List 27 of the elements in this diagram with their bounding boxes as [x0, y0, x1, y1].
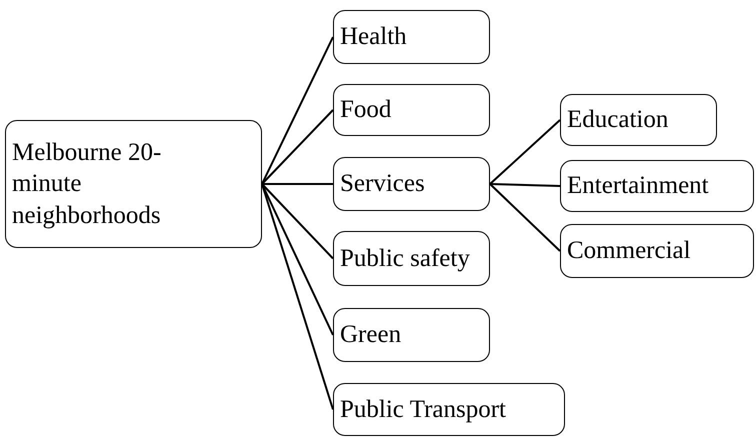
category-box [333, 157, 490, 211]
connector-line [490, 183, 560, 187]
node-label: Public safety [340, 244, 470, 274]
category-box [333, 84, 490, 136]
node-label: Public Transport [340, 394, 506, 425]
node-label: Food [340, 95, 392, 126]
category-box [560, 224, 754, 278]
connector-line [489, 119, 561, 185]
node-label: Services [340, 169, 425, 200]
connector-line [489, 183, 561, 252]
connector-line [262, 183, 333, 185]
node-label: Commercial [567, 236, 691, 266]
category-box [333, 383, 565, 436]
category-box [333, 231, 490, 286]
connector-line [261, 36, 334, 184]
node-label: Education [567, 105, 668, 136]
category-box [333, 308, 490, 362]
node-label: Green [340, 320, 402, 350]
root-box [5, 120, 262, 248]
connector-line [261, 109, 334, 185]
node-label: Melbourne 20-minute neighborhoods [12, 138, 162, 231]
node-label: Health [340, 22, 407, 52]
category-box [560, 160, 754, 212]
category-box [560, 94, 717, 146]
category-box [333, 10, 490, 64]
connector-line [261, 183, 334, 260]
node-label: Entertainment [567, 171, 709, 202]
